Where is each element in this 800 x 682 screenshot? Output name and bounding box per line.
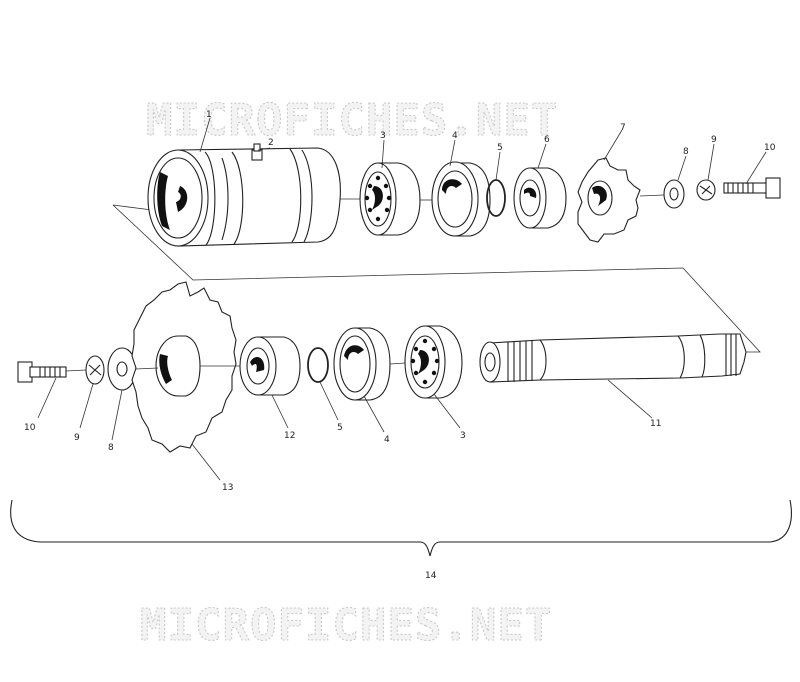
watermark-bottom: MICROFICHES.NET <box>140 600 552 651</box>
callout-4-bottom: 4 <box>384 435 390 445</box>
callout-7: 7 <box>620 123 626 133</box>
callout-4-top: 4 <box>452 131 458 141</box>
callout-3-bottom: 3 <box>460 431 466 441</box>
axis-line-top-3 <box>639 194 665 197</box>
axis-line-bottom-1 <box>65 369 87 372</box>
part-10-bolt-bottom <box>17 361 67 383</box>
callout-1: 1 <box>206 110 212 120</box>
callout-10-bottom: 10 <box>24 423 36 433</box>
callout-9-bottom: 9 <box>74 433 80 443</box>
axis-line-bottom-4 <box>389 362 406 365</box>
callout-6: 6 <box>544 135 550 145</box>
part-2-fitting <box>251 143 263 161</box>
part-11-shaft <box>479 333 747 383</box>
part-6-spacer <box>513 167 567 229</box>
leader-lines <box>37 117 767 481</box>
callout-14: 14 <box>425 571 437 581</box>
part-3-bearing-top <box>359 162 421 236</box>
part-5-oring-bottom <box>307 347 329 383</box>
part-10-bolt-top <box>723 177 781 199</box>
part-13-large-sprocket <box>131 281 237 453</box>
part-12-spacer <box>239 336 301 396</box>
callout-2: 2 <box>268 138 274 148</box>
callout-3-top: 3 <box>380 131 386 141</box>
callout-9-top: 9 <box>711 135 717 145</box>
callout-11: 11 <box>650 419 661 429</box>
part-1-sleeve <box>147 147 341 247</box>
callout-13: 13 <box>222 483 233 493</box>
axis-line-bottom-2 <box>135 367 159 370</box>
part-8-washer-top <box>663 179 685 209</box>
callout-8-bottom: 8 <box>108 443 114 453</box>
callout-8-top: 8 <box>683 147 689 157</box>
callout-5-top: 5 <box>497 143 503 153</box>
part-9-lockwasher-top <box>696 179 716 201</box>
callout-12: 12 <box>284 431 295 441</box>
part-4-race-top <box>431 161 491 237</box>
part-9-lockwasher-bottom <box>85 355 105 385</box>
part-7-small-sprocket <box>577 157 641 243</box>
assembly-brace <box>10 499 792 557</box>
callout-10-top: 10 <box>764 143 776 153</box>
part-4-race-bottom <box>333 327 391 401</box>
assembly-plane-outline <box>112 204 761 353</box>
callout-5-bottom: 5 <box>337 423 343 433</box>
part-3-bearing-bottom <box>404 325 463 399</box>
watermark-top: MICROFICHES.NET <box>146 95 558 146</box>
